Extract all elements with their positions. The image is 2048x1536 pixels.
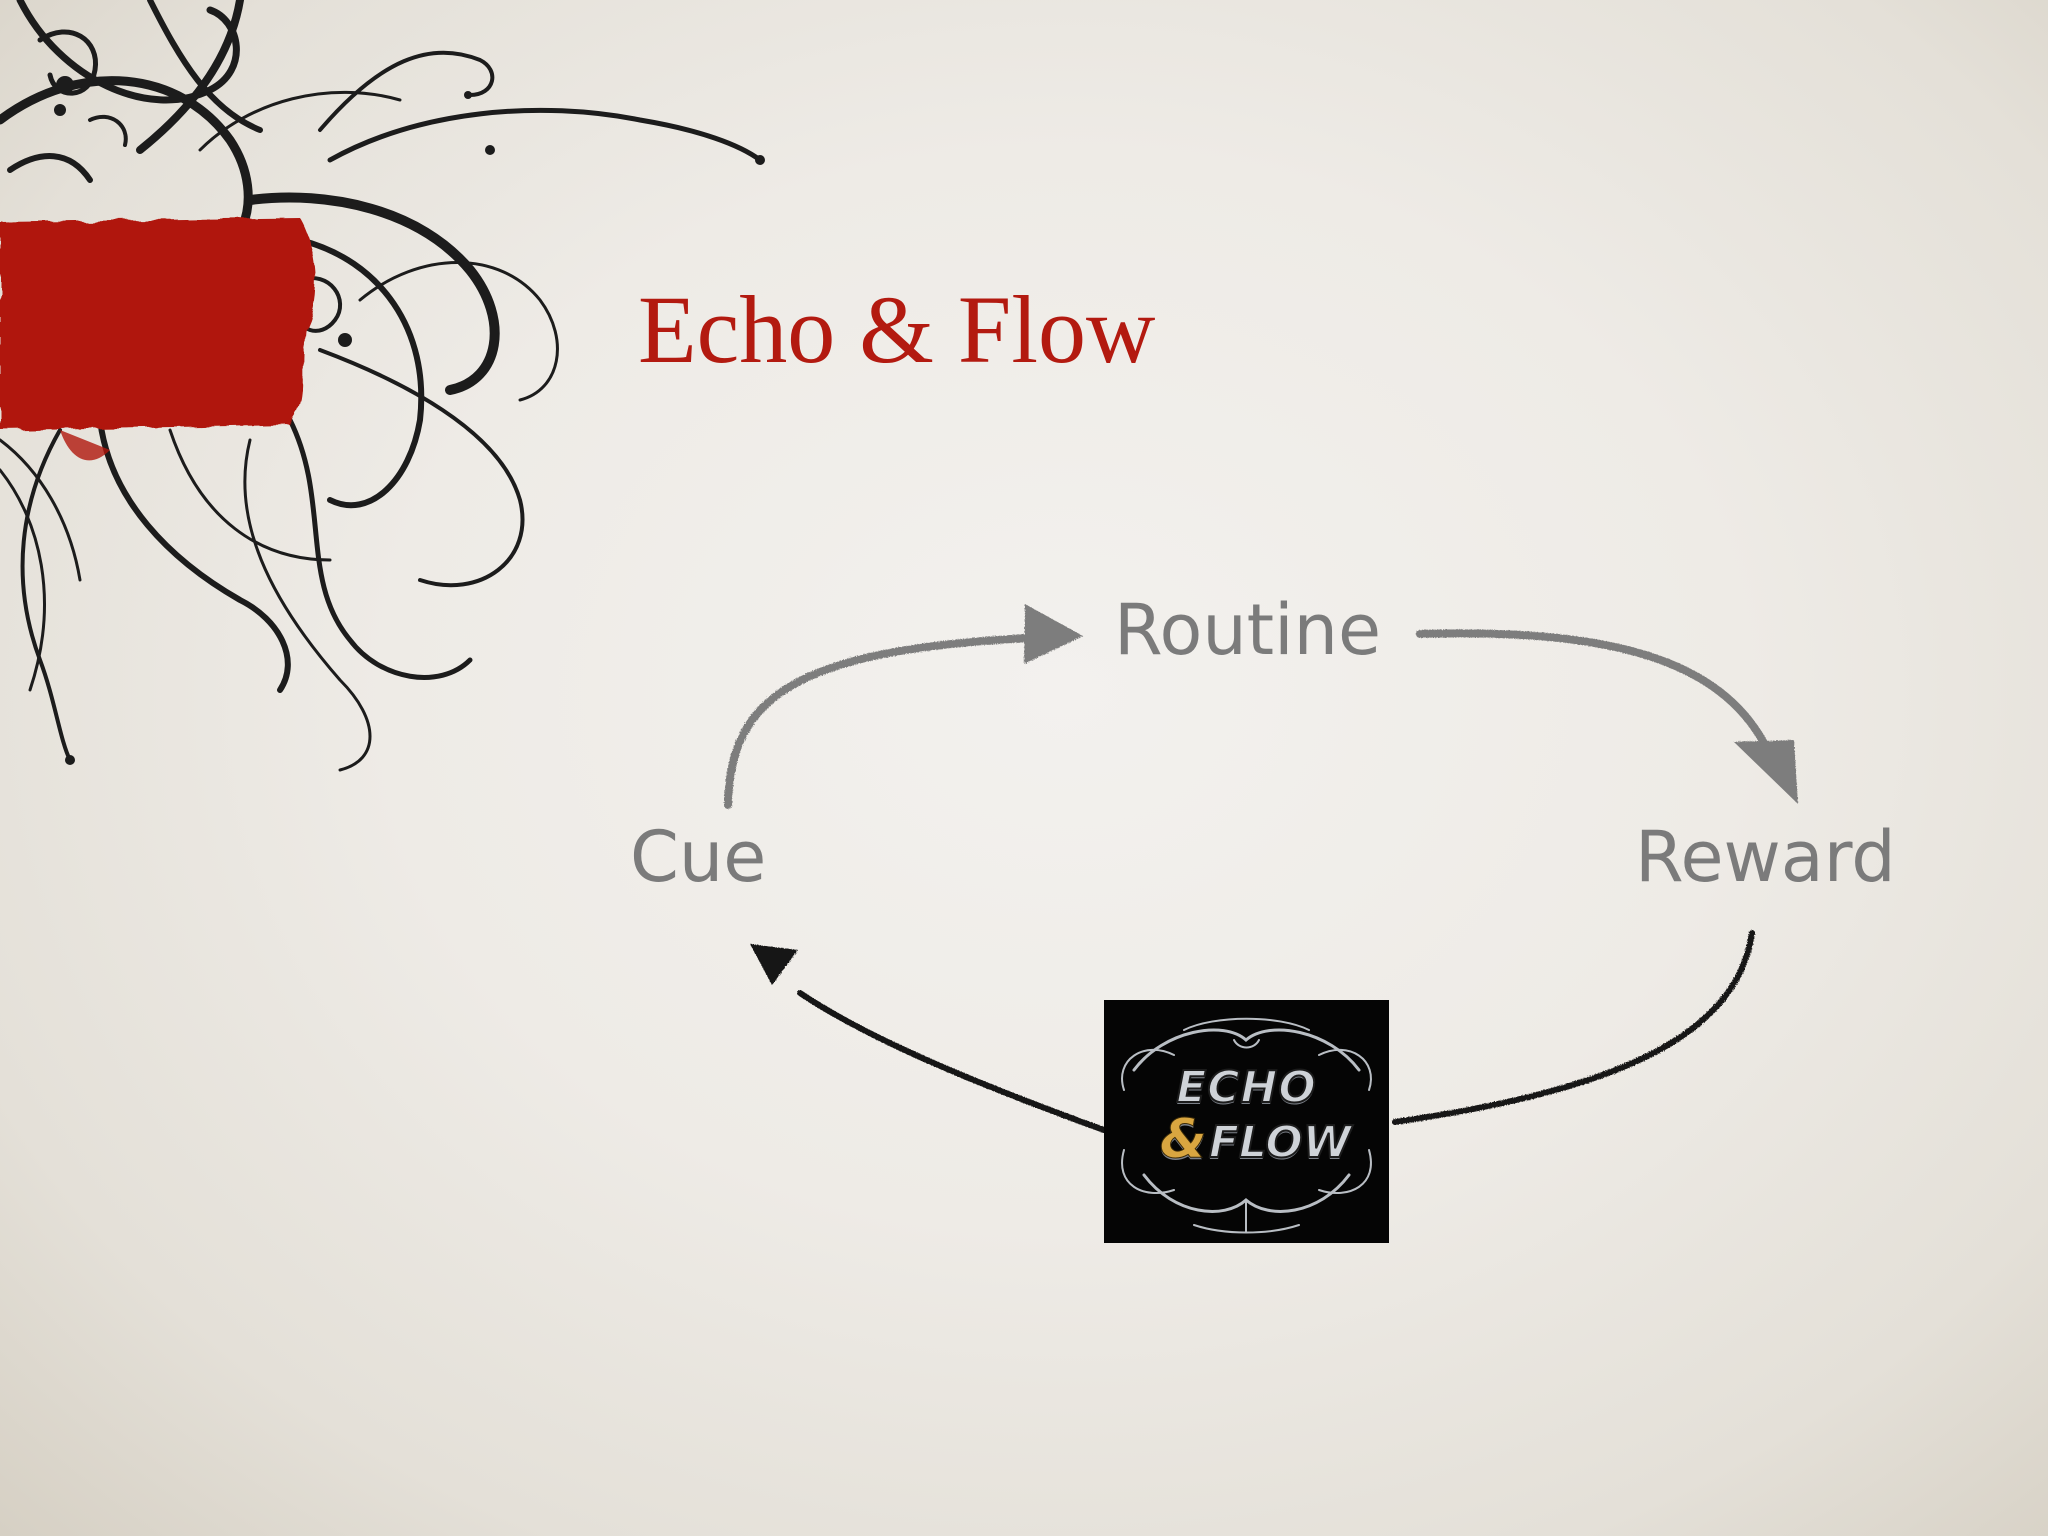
logo-ornament [1121,1017,1372,1234]
arrow-reward-to-cue [750,930,1755,1133]
echo-flow-logo: ECHO &FLOW [1104,1000,1389,1243]
node-cue: Cue [630,816,767,898]
arrow-routine-to-reward [1416,629,1798,804]
arrow-cue-to-routine [724,604,1083,809]
slide-title: Echo & Flow [638,276,1156,383]
swirl-ornament [0,0,765,772]
logo-text-echo: ECHO [1175,1061,1317,1114]
logo-text-flow: &FLOW [1104,1107,1389,1171]
logo-ampersand: & [1159,1107,1207,1171]
node-routine: Routine [1114,589,1382,671]
logo-text-flow-word: FLOW [1208,1116,1352,1169]
node-reward: Reward [1635,816,1896,898]
